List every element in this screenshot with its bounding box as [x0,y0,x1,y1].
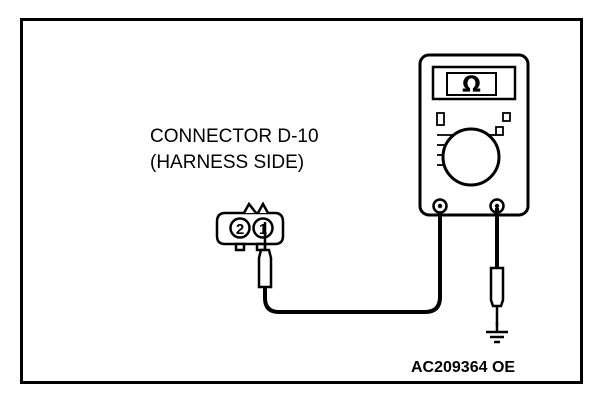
figure-code: AC209364 OE [411,359,516,376]
pin-2-label: 2 [236,221,244,238]
ground-icon [486,322,508,344]
probe-left [257,222,273,289]
pin-2-socket [229,217,251,239]
pin-1-socket [252,217,274,239]
probe-right [489,266,505,325]
connector-subtitle: (HARNESS SIDE) [150,152,305,173]
test-lead-left [263,208,442,314]
ohmmeter-icon [418,53,530,217]
connector-title: CONNECTOR D-10 [150,126,319,147]
pin-1-label: 1 [259,221,267,238]
ohm-symbol: Ω [462,73,481,98]
